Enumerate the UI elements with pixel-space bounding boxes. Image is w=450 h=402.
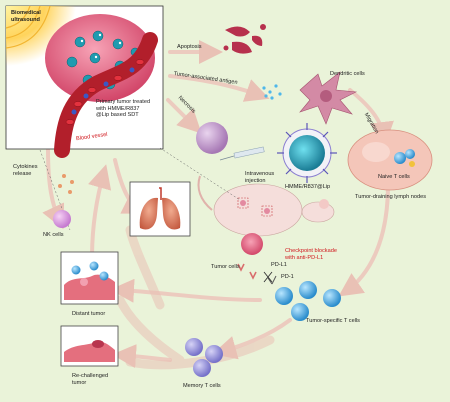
- nk-cell: [53, 210, 71, 228]
- arrow-tcells-to-distant: [110, 278, 262, 303]
- label-intravenous-injection: Intravenous injection: [245, 171, 275, 184]
- label-rechallenged-tumor: Re-challenged tumor: [72, 373, 109, 386]
- label-checkpoint-blockade: Checkpoint blockade with anti-PD-L1: [285, 248, 337, 261]
- ultrasound-waves: [5, 5, 51, 49]
- arrow-necrosis: [166, 98, 202, 134]
- label-memory-t-cells: Memory T cells: [183, 383, 221, 389]
- tumor-cell: [241, 233, 263, 255]
- vessel-nanoparticles: [71, 67, 135, 115]
- mouse-figure: [197, 175, 335, 237]
- pd-l1-receptors: [237, 263, 257, 280]
- rechallenged-tumor-tissue: [64, 340, 115, 362]
- label-pd-l1: PD-L1: [271, 262, 287, 268]
- label-tumor-specific-t-cells: Tumor-specific T cells: [306, 318, 360, 324]
- lung-panel: [129, 181, 191, 237]
- primary-tumor-mass: [45, 14, 155, 102]
- label-nk-cells: NK cells: [43, 232, 64, 238]
- label-naive-t-cells: Naive T cells: [378, 174, 410, 180]
- syringe-icon: [219, 146, 265, 161]
- red-blood-cells: [65, 59, 145, 125]
- label-biomedical-ultrasound: Biomedical ultrasound: [11, 10, 41, 23]
- apoptosis-cell: [223, 24, 266, 54]
- arrow-antigen: [168, 74, 270, 102]
- label-primary-tumor: Primary tumor treated with HMME/R837 @Li…: [96, 99, 151, 119]
- label-pd-1: PD-1: [281, 274, 294, 280]
- label-distant-tumor: Distant tumor: [72, 311, 106, 317]
- arrow-lymph-to-tcells: [338, 183, 390, 297]
- liposome-nanoparticle: [277, 123, 337, 183]
- label-dendritic-cells: Dendritic cells: [330, 71, 365, 77]
- arrow-memory-to-rechallenge: [112, 344, 172, 369]
- antigen-particles: [262, 84, 282, 100]
- pd-1-receptors: [267, 275, 277, 285]
- distant-tumor-tissue: [64, 261, 115, 300]
- label-cytokines-release: Cytokines release: [13, 164, 38, 177]
- lymph-node: [347, 129, 433, 191]
- lungs: [139, 187, 181, 230]
- label-lymph-nodes: Tumor-draining lymph nodes: [355, 194, 426, 200]
- label-tumor-cells: Tumor cells: [211, 264, 240, 270]
- necrosis-cell: [196, 122, 228, 154]
- dendritic-cell: [299, 71, 358, 125]
- label-hmme-lip: HMME/R837@Lip: [285, 184, 331, 190]
- tumor-specific-t-cells: [275, 281, 341, 321]
- label-apoptosis: Apoptosis: [177, 44, 202, 50]
- inhibition-cross: [263, 271, 273, 283]
- memory-t-cells: [185, 338, 223, 377]
- arrow-tcells-to-memory: [212, 318, 292, 360]
- arrow-distant-up: [88, 164, 112, 260]
- cytokine-particles: [58, 174, 74, 194]
